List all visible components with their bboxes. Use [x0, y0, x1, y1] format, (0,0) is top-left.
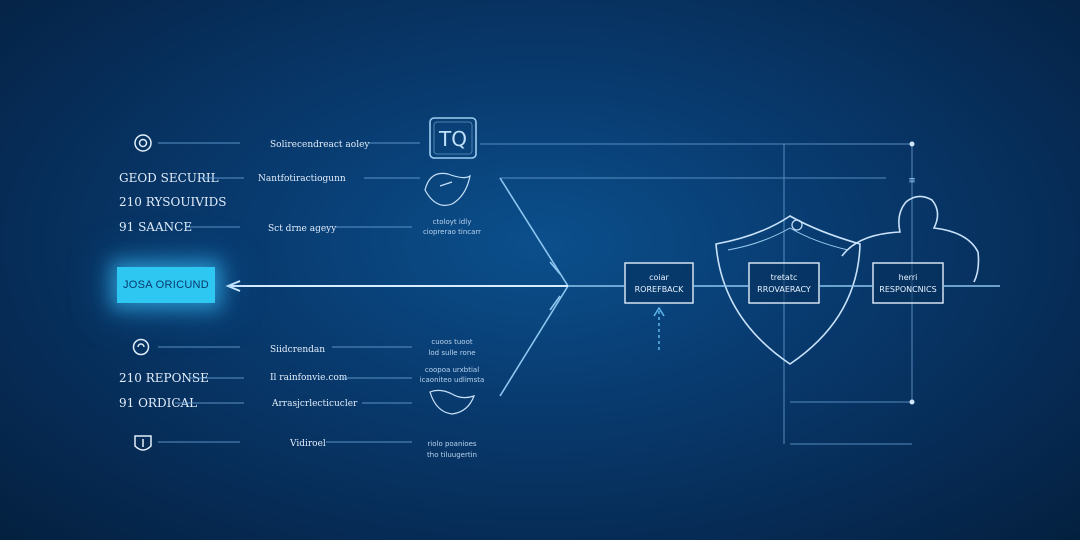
frame-node	[909, 141, 915, 147]
shield-inner-sketch	[727, 227, 849, 251]
mid-label-3: Sct drne ageyy	[268, 224, 337, 234]
note-4-line-1: riolo poanioes	[427, 440, 477, 448]
note-1-line-1: ctoloyt idly	[433, 218, 472, 226]
note-1-line-2: cioprerao tincarr	[423, 228, 481, 236]
note-3-line-1: coopoa urxbtial	[425, 366, 479, 374]
top-box-label: TQ	[438, 127, 467, 151]
box-responses-line-2: RESPONCNICS	[879, 285, 936, 294]
note-2-line-1: cuoos tuoot	[431, 338, 472, 346]
person-silhouette-icon	[841, 195, 980, 283]
shield-node	[791, 219, 803, 231]
left-label-security: GEOD SECURIL	[119, 171, 219, 185]
box-recovery-line-1: tretatc	[771, 273, 798, 282]
mid-connectors	[326, 142, 420, 443]
left-label-response: 210 REPONSE	[119, 371, 209, 385]
box-responses-line-1: herri	[899, 273, 918, 282]
note-4-line-2: tho tiluugertin	[427, 451, 477, 459]
frame-lines	[480, 143, 913, 445]
box-recovery-line-2: RROVAERACY	[757, 285, 811, 294]
hand-sketch-bottom-icon	[429, 389, 476, 415]
mid-label-5: Il rainfonvie.com	[270, 373, 348, 383]
left-label-resources: 210 RYSOUIVIDS	[119, 195, 226, 209]
mid-label-1: Solirecendreact aoley	[270, 140, 370, 150]
box-rollback-line-2: ROREFBACK	[635, 285, 684, 294]
top-box: TQ	[429, 117, 477, 159]
left-label-orical: 91 ORDICAL	[119, 396, 197, 410]
mid-label-4: Siidcrendan	[270, 345, 325, 355]
left-label-balance: 91 SAANCE	[119, 220, 192, 234]
dashed-up-arrow-icon	[653, 306, 665, 350]
hand-sketch-top-icon	[424, 172, 471, 206]
main-flow-arrowhead	[225, 280, 241, 292]
box-recovery: tretatc RROVAERACY	[748, 262, 820, 304]
highlighted-origin-box: JOSA ORICUND	[117, 267, 215, 303]
note-2-line-2: lod sulle rone	[428, 349, 475, 357]
mid-label-2: Nantfotiractiogunn	[258, 174, 346, 184]
mid-label-7: Vidiroel	[289, 439, 326, 449]
frame-marker-icon: ≡	[908, 176, 916, 186]
target-icon	[134, 134, 152, 152]
box-rollback: coiar ROREFBACK	[624, 262, 694, 304]
large-shield-sketch-icon	[715, 215, 861, 365]
note-3-line-2: icaoniteo udlimsta	[420, 376, 485, 384]
shield-icon	[134, 435, 152, 451]
left-connectors	[158, 142, 244, 443]
mid-label-6: Arrasjcrlecticucler	[271, 399, 358, 409]
converging-arrows	[499, 177, 569, 397]
frame-node	[909, 399, 915, 405]
box-responses: herri RESPONCNICS	[872, 262, 944, 304]
box-rollback-line-1: coiar	[649, 273, 669, 282]
ring-icon	[132, 338, 150, 356]
